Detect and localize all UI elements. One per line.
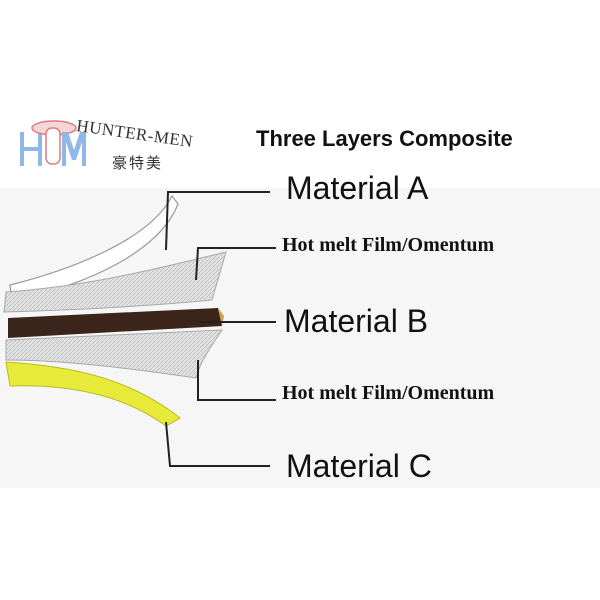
label-material-b: Material B <box>284 303 429 339</box>
leader-line-material-a <box>165 191 270 251</box>
label-material-c: Material C <box>286 448 432 484</box>
leader-line-film-2 <box>197 360 276 401</box>
diagram-title: Three Layers Composite <box>256 126 513 151</box>
label-hot-melt-film-1: Hot melt Film/Omentum <box>282 234 495 256</box>
material-a-layer <box>9 194 179 301</box>
hunter-men-logo-icon <box>20 120 86 166</box>
material-c-layer <box>5 361 181 427</box>
leader-line-material-c <box>165 421 270 467</box>
brand-name-zh: 豪特美 <box>112 156 164 172</box>
material-b-layer <box>8 308 222 338</box>
film-1-layer <box>3 251 227 313</box>
label-hot-melt-film-2: Hot melt Film/Omentum <box>282 382 495 404</box>
film-2-layer <box>5 329 223 379</box>
label-material-a: Material A <box>286 170 429 206</box>
leader-line-film-1 <box>195 247 276 281</box>
